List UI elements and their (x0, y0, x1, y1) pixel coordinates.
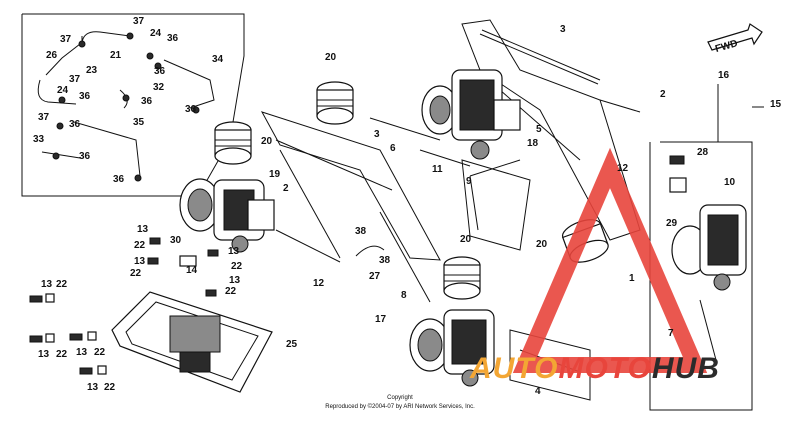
right-assembly-frame (649, 141, 753, 411)
part-callout-18: 18 (527, 138, 539, 149)
part-callout-13: 13 (41, 279, 53, 290)
part-callout-22: 22 (94, 347, 106, 358)
part-callout-9: 9 (466, 176, 472, 187)
part-callout-20: 20 (536, 239, 548, 250)
part-callout-10: 10 (724, 177, 736, 188)
part-callout-12: 12 (313, 278, 325, 289)
part-callout-34: 34 (212, 54, 224, 65)
part-callout-20: 20 (325, 52, 337, 63)
forward-direction-arrow: FWD (707, 23, 763, 55)
hose-inset-frame (21, 13, 245, 197)
part-callout-20: 20 (460, 234, 472, 245)
part-callout-36: 36 (154, 66, 166, 77)
part-callout-20: 20 (261, 136, 273, 147)
part-callout-13: 13 (137, 224, 149, 235)
part-callout-22: 22 (56, 279, 68, 290)
carburetor-top (421, 69, 521, 160)
part-callout-13: 13 (87, 382, 99, 393)
part-callout-3: 3 (560, 24, 566, 35)
part-callout-3: 3 (374, 129, 380, 140)
watermark-suffix: HUB (652, 352, 720, 385)
part-callout-33: 33 (33, 134, 45, 145)
part-callout-21: 21 (110, 50, 122, 61)
part-callout-35: 35 (133, 117, 145, 128)
part-callout-26: 26 (46, 50, 58, 61)
vacuum-hoses (37, 31, 215, 182)
watermark-triangle (512, 147, 708, 373)
part-callout-37: 37 (69, 74, 81, 85)
part-callout-36: 36 (185, 104, 197, 115)
watermark-middle: MOTO (558, 352, 651, 385)
part-callout-22: 22 (56, 349, 68, 360)
part-callout-13: 13 (229, 275, 241, 286)
part-callout-36: 36 (141, 96, 153, 107)
part-callout-13: 13 (38, 349, 50, 360)
part-callout-25: 25 (286, 339, 298, 350)
part-callout-22: 22 (104, 382, 116, 393)
part-callout-13: 13 (228, 246, 240, 257)
throttle-shafts (275, 29, 717, 373)
watermark-prefix: AUTO (469, 352, 558, 385)
part-callout-36: 36 (79, 151, 91, 162)
part-callout-23: 23 (86, 65, 98, 76)
part-callout-32: 32 (153, 82, 165, 93)
part-callout-29: 29 (666, 218, 678, 229)
part-callout-13: 13 (134, 256, 146, 267)
part-callout-4: 4 (535, 386, 541, 397)
part-callout-22: 22 (130, 268, 142, 279)
svg-text:AUTOMOTOHUB: AUTOMOTOHUB (469, 352, 720, 385)
part-callout-19: 19 (269, 169, 281, 180)
part-callout-22: 22 (231, 261, 243, 272)
copyright-line-1: Copyright (387, 395, 413, 401)
copyright-line-2: Reproduced by ©2004-07 by ARI Network Se… (325, 403, 475, 410)
carburetor-right (671, 204, 747, 291)
part-callout-5: 5 (536, 124, 542, 135)
part-callout-7: 7 (668, 328, 674, 339)
fasteners (29, 155, 687, 375)
part-callout-1: 1 (629, 273, 635, 284)
part-callout-24: 24 (57, 85, 69, 96)
part-callout-36: 36 (167, 33, 179, 44)
part-callout-38: 38 (355, 226, 367, 237)
part-callout-28: 28 (697, 147, 709, 158)
intake-boots (214, 81, 609, 300)
part-callout-37: 37 (133, 16, 145, 27)
part-callout-22: 22 (225, 286, 237, 297)
part-callout-36: 36 (113, 174, 125, 185)
part-callout-15: 15 (770, 99, 782, 110)
carburetor-left (179, 178, 275, 253)
part-callout-6: 6 (390, 143, 396, 154)
part-callout-8: 8 (401, 290, 407, 301)
part-callout-27: 27 (369, 271, 381, 282)
automotohub-watermark-logo: AUTOMOTOHUB (469, 147, 720, 385)
part-callout-16: 16 (718, 70, 730, 81)
air-chamber (111, 291, 273, 393)
part-callout-11: 11 (432, 164, 443, 175)
part-callout-2: 2 (283, 183, 289, 194)
part-callout-38: 38 (379, 255, 391, 266)
part-callout-14: 14 (186, 265, 198, 276)
part-callout-13: 13 (76, 347, 88, 358)
part-callout-22: 22 (134, 240, 146, 251)
part-callout-36: 36 (79, 91, 91, 102)
part-callout-17: 17 (375, 314, 387, 325)
part-callout-37: 37 (38, 112, 50, 123)
carburetor-bottom (409, 309, 495, 387)
part-callout-12: 12 (617, 163, 629, 174)
part-callout-37: 37 (60, 34, 72, 45)
part-callout-2: 2 (660, 89, 666, 100)
part-callout-24: 24 (150, 28, 162, 39)
part-callout-36: 36 (69, 119, 81, 130)
part-callout-30: 30 (170, 235, 182, 246)
